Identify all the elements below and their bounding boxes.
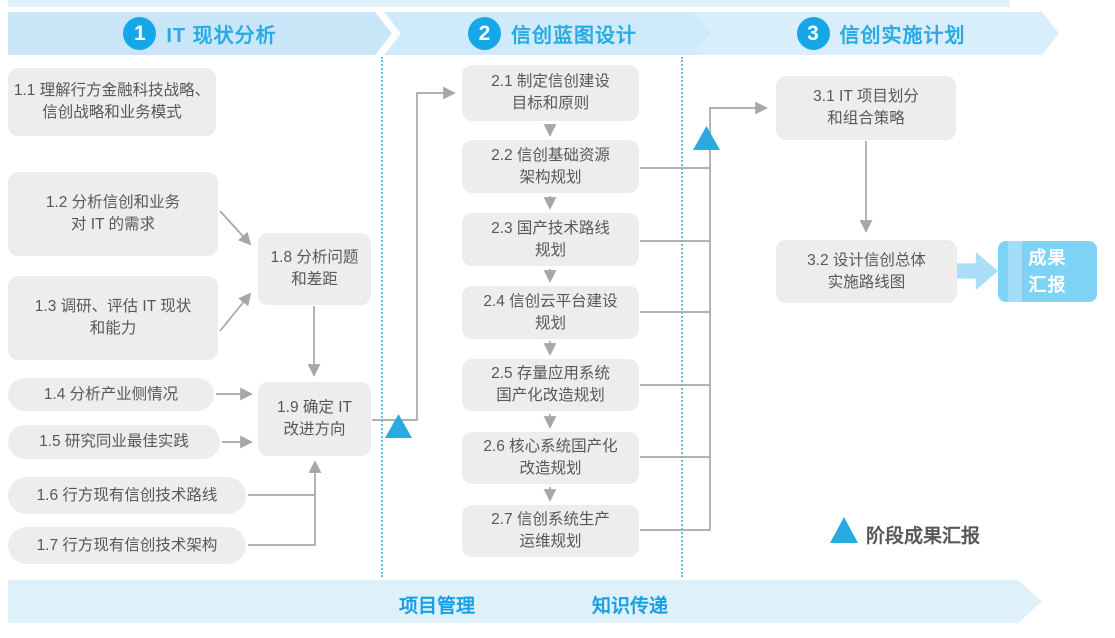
step-box-1-7: 1.7 行方现有信创技术架构 (8, 527, 246, 564)
step-box-1-4: 1.4 分析产业侧情况 (8, 378, 214, 411)
connector-1-3-to-1-8 (219, 292, 252, 332)
connector-1-9-to-2-1 (372, 86, 456, 421)
phase-title-3: 信创实施计划 (839, 25, 966, 47)
phase-number-badge-2: 2 (468, 17, 501, 50)
step-box-2-4: 2.4 信创云平台建设 规划 (462, 286, 639, 339)
connector-2-7-to-3-1 (640, 101, 768, 531)
step-box-3-2: 3.2 设计信创总体 实施路线图 (776, 240, 957, 303)
result-report-box: 成果 汇报 (998, 241, 1097, 302)
phase-separator-dotted-1 (381, 57, 383, 577)
result-report-label: 成果 汇报 (1028, 248, 1067, 295)
step-box-2-6: 2.6 核心系统国产化 改造规划 (462, 432, 639, 484)
step-box-2-7: 2.7 信创系统生产 运维规划 (462, 505, 639, 557)
step-box-2-3: 2.3 国产技术路线 规划 (462, 213, 639, 266)
bottom-band (8, 580, 1042, 623)
step-box-2-2: 2.2 信创基础资源 架构规划 (462, 140, 639, 193)
legend-label: 阶段成果汇报 (866, 526, 981, 547)
phase-header-2: 2 信创蓝图设计 (384, 12, 711, 55)
step-box-2-1: 2.1 制定信创建设 目标和原则 (462, 65, 639, 121)
phase-header-3: 3 信创实施计划 (693, 12, 1059, 55)
step-box-2-5: 2.5 存量应用系统 国产化改造规划 (462, 359, 639, 411)
step-box-1-6: 1.6 行方现有信创技术路线 (8, 477, 246, 514)
phase-header-1: 1 IT 现状分析 (8, 12, 392, 55)
result-box-stripe (1008, 241, 1022, 302)
step-box-1-9: 1.9 确定 IT 改进方向 (258, 382, 371, 456)
connector-1-7-to-1-9 (248, 460, 322, 546)
phase-number-badge-1: 1 (123, 17, 156, 50)
step-box-3-1: 3.1 IT 项目划分 和组合策略 (776, 76, 956, 140)
phase-title-1: IT 现状分析 (166, 25, 277, 47)
connector-1-2-to-1-8 (219, 210, 252, 246)
legend-triangle-icon (830, 517, 858, 543)
step-box-1-5: 1.5 研究同业最佳实践 (8, 425, 220, 459)
milestone-triangle-phase2 (693, 126, 720, 150)
bottom-label-knowledge-transfer: 知识传递 (592, 596, 669, 617)
step-box-1-3: 1.3 调研、评估 IT 现状 和能力 (8, 276, 218, 360)
phase-separator-dotted-2 (681, 57, 683, 577)
milestone-triangle-phase1 (385, 414, 412, 438)
phase-title-2: 信创蓝图设计 (511, 25, 637, 47)
phase-number-badge-3: 3 (797, 17, 830, 50)
step-box-1-1: 1.1 理解行方金融科技战略、 信创战略和业务模式 (8, 68, 216, 136)
step-box-1-2: 1.2 分析信创和业务 对 IT 的需求 (8, 172, 218, 256)
step-box-1-8: 1.8 分析问题 和差距 (258, 233, 371, 305)
bottom-label-project-management: 项目管理 (399, 596, 476, 617)
top-decor-strip (8, 0, 1010, 7)
deliverable-arrow-icon (957, 252, 998, 290)
